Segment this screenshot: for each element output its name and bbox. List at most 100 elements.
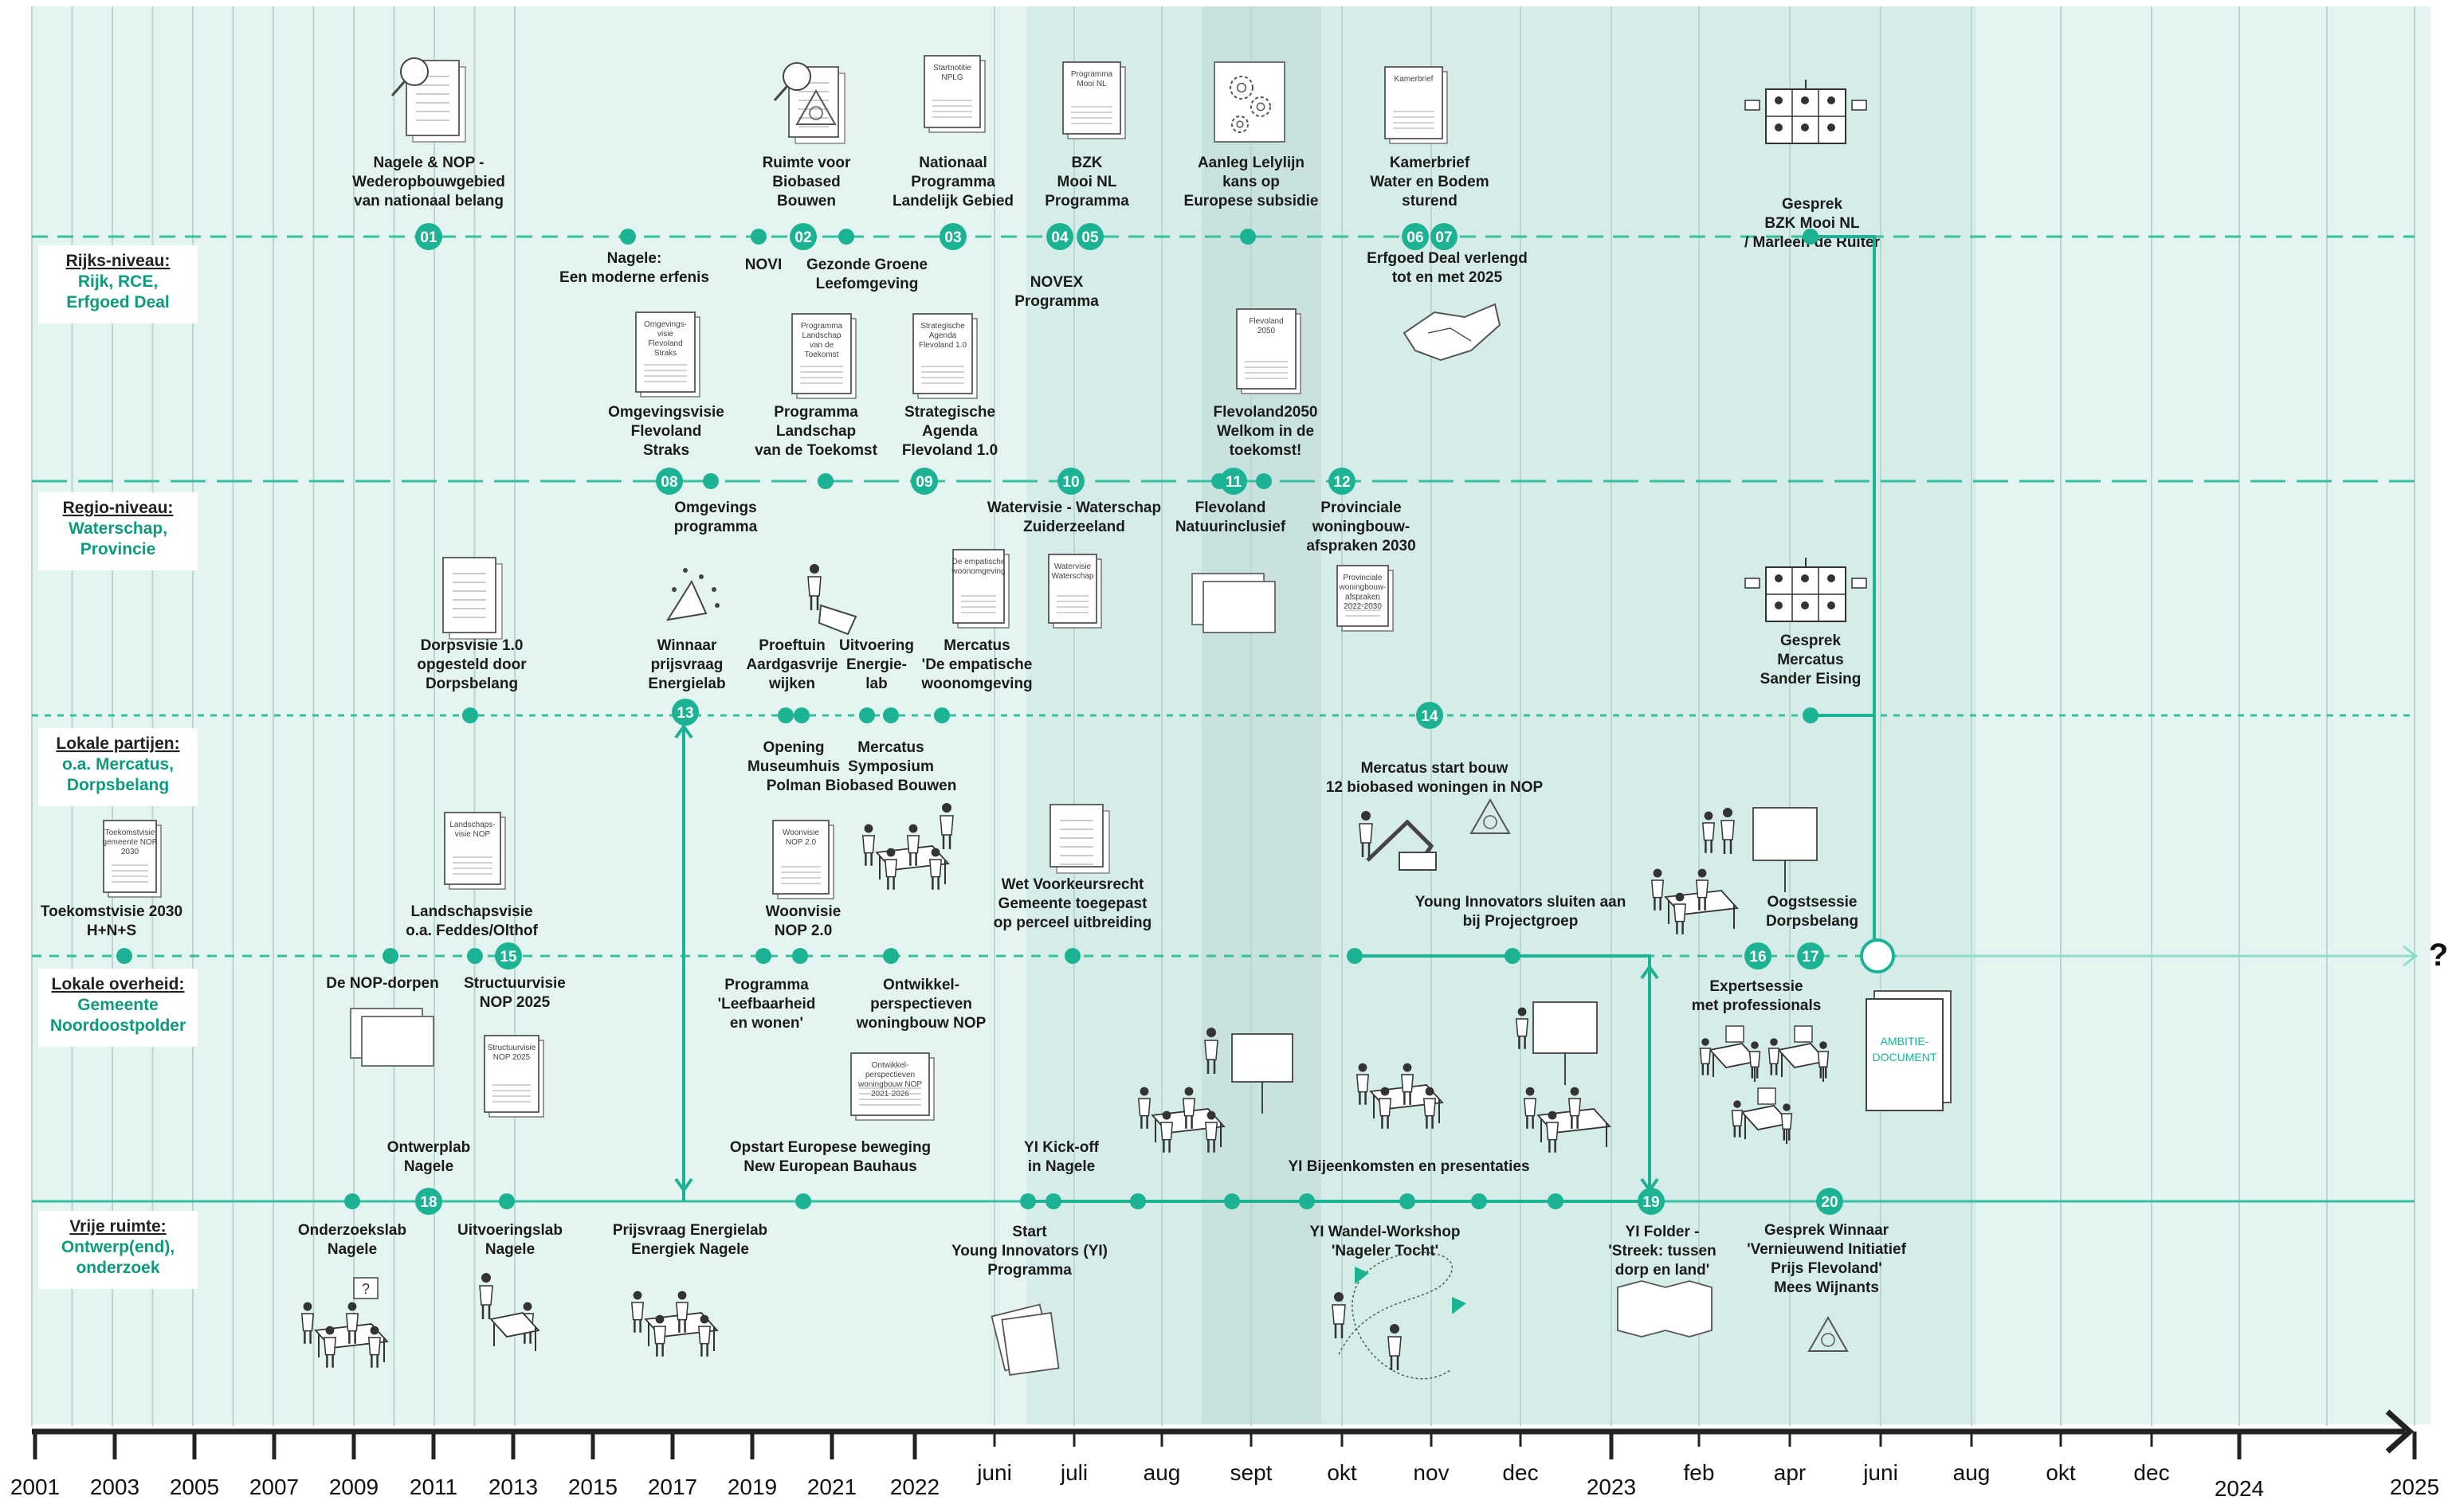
level-label-box xyxy=(38,969,198,1047)
breakout-table xyxy=(1725,1025,1744,1043)
event-label-line: 'De empatische xyxy=(922,656,1033,673)
seated-person xyxy=(1567,1087,1582,1129)
event-number-text: 03 xyxy=(944,229,961,246)
robot-arm-icon xyxy=(1366,819,1437,871)
event-number-14: 14 xyxy=(1416,702,1443,729)
event-label-line: Winnaar xyxy=(657,637,717,654)
level-subtitle: Provincie xyxy=(80,540,156,558)
magnifier-icon xyxy=(390,57,429,96)
connector-13b-arrowhead xyxy=(674,1177,693,1193)
document-text: Watervisie xyxy=(1054,562,1092,571)
axis-tick-label: juni xyxy=(976,1460,1012,1485)
event-number-04: 04 xyxy=(1046,223,1073,250)
event-label-line: wijken xyxy=(768,676,815,692)
event-label-line: Museumhuis xyxy=(747,758,840,775)
event-label-line: Structuurvisie xyxy=(464,975,566,992)
event-label-line: 12 biobased woningen in NOP xyxy=(1326,779,1544,796)
document-text: Startnotitie xyxy=(933,64,971,72)
document-text: Straks xyxy=(654,349,677,358)
event-label-line: Erfgoed Deal verlengd xyxy=(1367,250,1528,267)
event-dot xyxy=(1240,229,1256,245)
event-number-text: 16 xyxy=(1749,949,1766,966)
person-figure xyxy=(1780,1103,1793,1141)
document-text: Landschap xyxy=(802,331,842,340)
event-label: De NOP-dorpen xyxy=(326,975,438,992)
event-label-line: Gezonde Groene xyxy=(806,257,928,273)
person-figure xyxy=(1515,1007,1529,1049)
document-text: Agenda xyxy=(929,331,957,340)
event-label-line: Mercatus start bouw xyxy=(1361,760,1509,777)
event-number-13: 13 xyxy=(672,699,699,726)
seated-person xyxy=(1673,892,1687,934)
document-text: 2050 xyxy=(1257,327,1276,335)
event-label-line: NOVEX xyxy=(1030,274,1084,291)
level-subtitle: Gemeente xyxy=(77,996,159,1014)
person-figure xyxy=(1748,1041,1761,1079)
level-label-lokaal: Lokale partijen:o.a. Mercatus,Dorpsbelan… xyxy=(38,728,198,806)
document-text: Structuurvisie xyxy=(488,1044,536,1052)
folder-icon xyxy=(1617,1280,1713,1338)
level-label-box xyxy=(38,492,198,570)
axis-tick-label: 2009 xyxy=(329,1475,379,1499)
document-text: woonomgeving xyxy=(951,567,1005,576)
handshake-icon xyxy=(1403,303,1501,362)
event-label-line: Flevoland 1.0 xyxy=(902,442,998,459)
seated-person xyxy=(1545,1110,1560,1153)
event-label-line: Ruimte voor xyxy=(763,155,851,171)
event-number-text: 04 xyxy=(1051,229,1069,246)
event-number-text: 19 xyxy=(1642,1194,1659,1211)
level-subtitle: Noordoostpolder xyxy=(50,1016,186,1035)
event-label-line: woningbouw NOP xyxy=(856,1015,987,1032)
event-dot xyxy=(818,473,834,489)
level-label-box xyxy=(38,728,198,806)
connector-rijks xyxy=(1811,235,1876,946)
event-dot xyxy=(883,707,899,723)
event-label-line: Nationaal xyxy=(919,155,987,171)
axis-tick-label: 2015 xyxy=(568,1475,618,1499)
document-stack-icon xyxy=(406,60,466,143)
level-label-vrij: Vrije ruimte:Ontwerp(end),onderzoek xyxy=(38,1211,198,1289)
event-label-line: Programma xyxy=(1045,193,1129,210)
event-number-text: 17 xyxy=(1802,949,1818,966)
event-number-text: 11 xyxy=(1226,474,1242,491)
axis-tick-label: 2024 xyxy=(2215,1476,2264,1501)
axis-tick-label: juli xyxy=(1060,1460,1088,1485)
event-label-line: Flevoland xyxy=(631,423,702,440)
seated-person xyxy=(1137,1087,1151,1129)
document-icon: Kamerbrief xyxy=(1384,66,1448,144)
level-subtitle: o.a. Mercatus, xyxy=(62,755,174,774)
event-dot xyxy=(883,948,899,964)
axis-tick-label: 2003 xyxy=(90,1475,139,1499)
event-label-line: Gesprek xyxy=(1780,633,1841,649)
event-label-line: Leefomgeving xyxy=(816,276,919,292)
seated-person xyxy=(1650,868,1665,911)
event-label-line: Nagele xyxy=(404,1158,453,1175)
seated-person xyxy=(653,1314,667,1357)
seated-person xyxy=(367,1326,382,1368)
event-number-text: 13 xyxy=(677,705,693,722)
event-label-line: Oogstsessie xyxy=(1767,894,1858,911)
seated-person xyxy=(323,1326,337,1368)
event-label-line: Wet Voorkeursrecht xyxy=(1002,876,1144,893)
document-text: Woonvisie xyxy=(783,828,819,837)
time-axis-arrowhead xyxy=(2385,1409,2415,1454)
event-label-line: afspraken 2030 xyxy=(1306,538,1415,554)
event-label-line: Biobased xyxy=(772,174,841,190)
axis-tick-label: 2025 xyxy=(2390,1475,2439,1499)
question-board xyxy=(353,1277,379,1299)
event-number-19: 19 xyxy=(1638,1188,1665,1215)
event-label-line: met professionals xyxy=(1692,997,1822,1014)
event-label-line: H+N+S xyxy=(87,922,136,939)
